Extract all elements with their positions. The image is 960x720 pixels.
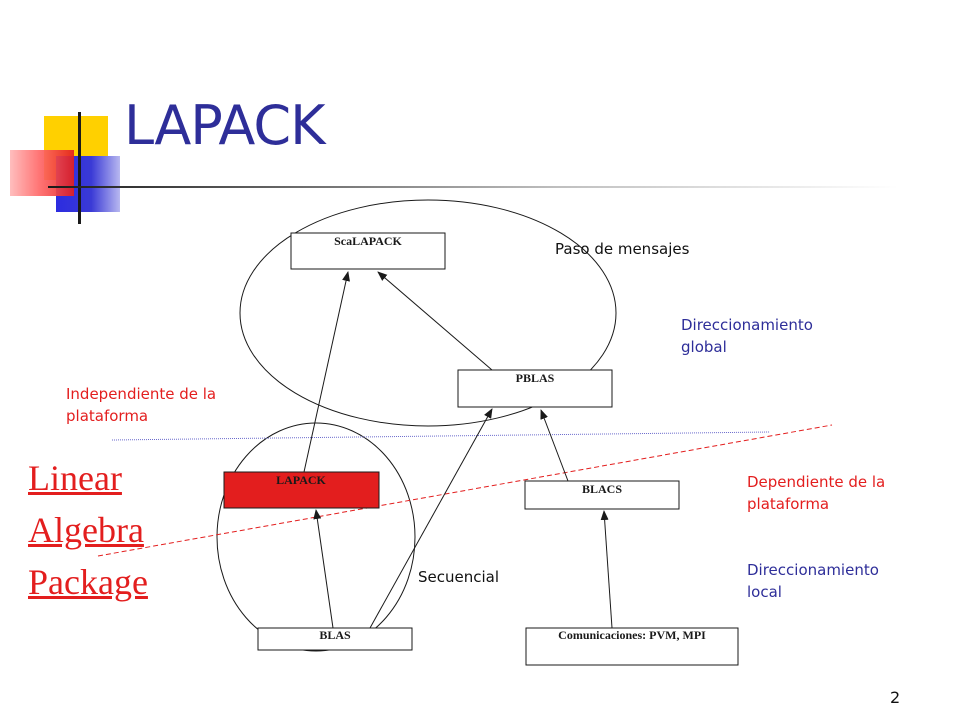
label-dependiente-line2: plataforma [747,495,830,513]
label-paso-de-mensajes: Paso de mensajes [555,240,690,258]
arrow-lapack-to-scalapack [303,271,350,473]
arrow-blas-to-pblas [369,408,493,629]
label-direccionamiento-global-line1: Direccionamiento [681,316,813,334]
label-secuencial: Secuencial [418,568,500,586]
label-direccionamiento-local: Direccionamiento local [747,559,879,603]
label-independiente-line1: Independiente de la [66,385,217,403]
link-line-algebra: Algebra [28,510,144,550]
box-blacs-label: BLACS [582,482,622,496]
arrow-comms-to-blacs [600,510,613,629]
decorative-red-square [10,150,74,196]
platform-separator [97,424,833,557]
box-blas-label: BLAS [319,628,351,642]
global-local-separator [111,431,771,441]
link-line-linear: Linear [28,458,122,498]
arrow-pblas-to-scalapack [377,271,493,371]
label-direccionamiento-local-line2: local [747,583,782,601]
box-pblas: PBLAS [457,369,613,408]
box-blas: BLAS [257,627,413,651]
box-comunicaciones-label: Comunicaciones: PVM, MPI [558,628,706,642]
box-scalapack-label: ScaLAPACK [334,234,402,248]
link-line-package: Package [28,562,148,602]
box-pblas-label: PBLAS [516,371,555,385]
label-dependiente-plataforma: Dependiente de la plataforma [747,471,885,515]
box-blacs: BLACS [524,480,680,510]
label-direccionamiento-global: Direccionamiento global [681,314,813,358]
title-underline [48,186,898,188]
box-lapack: LAPACK [223,471,380,509]
decorative-vertical-line [78,112,81,224]
linear-algebra-package-link[interactable]: Linear Algebra Package [28,452,218,608]
label-independiente-plataforma: Independiente de la plataforma [66,383,216,427]
sequential-ellipse [216,422,416,652]
box-scalapack: ScaLAPACK [290,232,446,270]
arrow-blas-to-lapack [313,509,334,629]
label-independiente-line2: plataforma [66,407,149,425]
label-dependiente-line1: Dependiente de la [747,473,886,491]
box-lapack-label: LAPACK [276,473,326,487]
page-number: 2 [890,688,901,707]
label-direccionamiento-global-line2: global [681,338,727,356]
box-comunicaciones: Comunicaciones: PVM, MPI [525,627,739,666]
slide-title: LAPACK [124,94,325,157]
message-passing-ellipse [239,199,617,427]
label-direccionamiento-local-line1: Direccionamiento [747,561,879,579]
arrow-blacs-to-pblas [540,409,569,482]
